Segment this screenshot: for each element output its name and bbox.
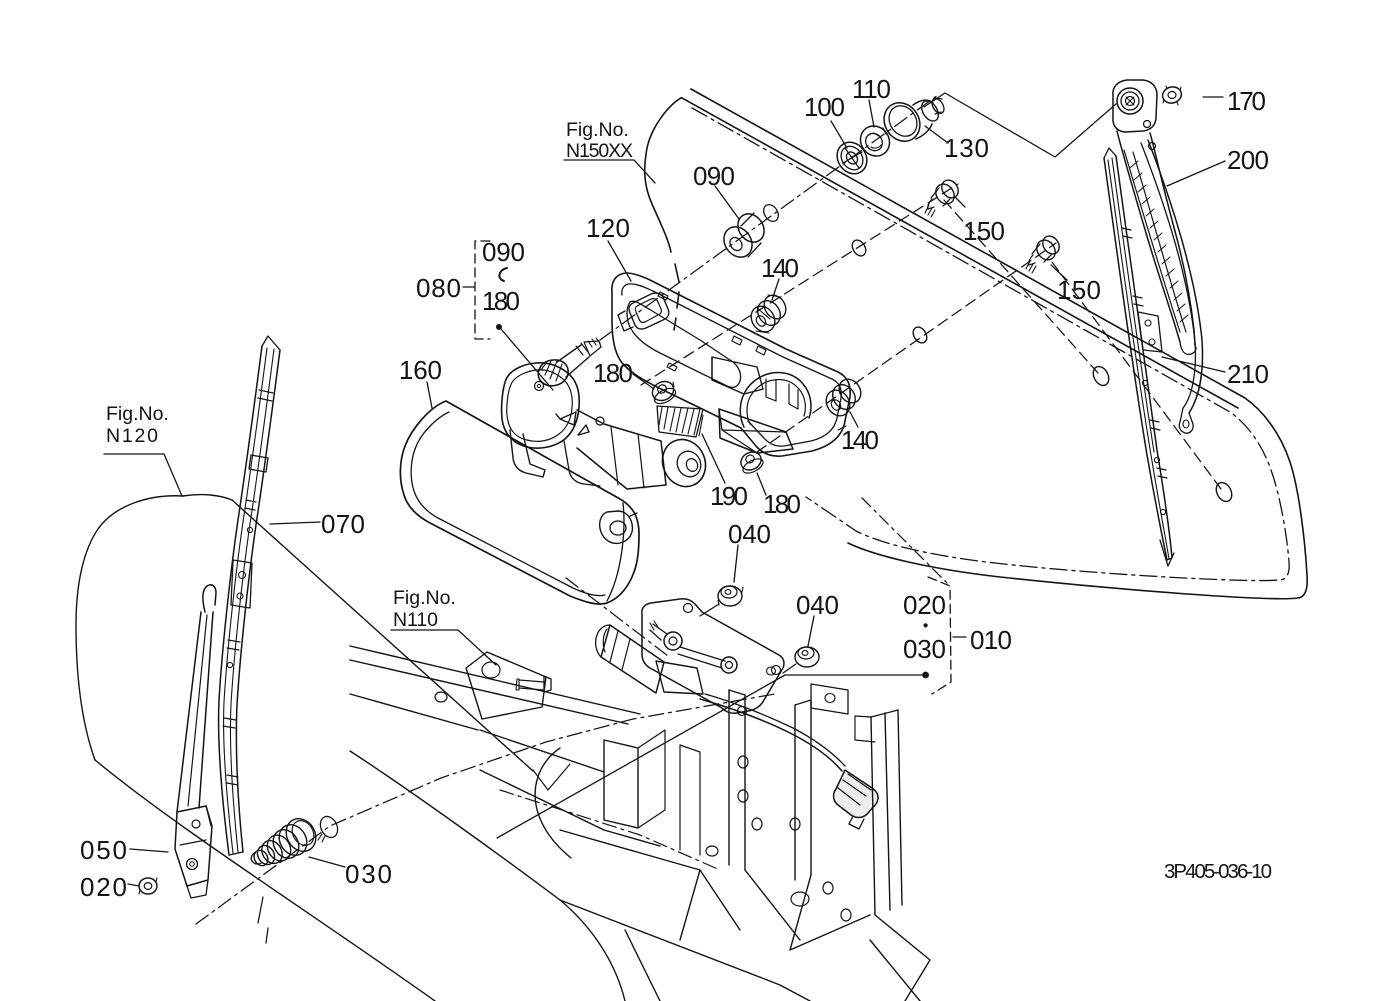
- svg-text:140: 140: [841, 425, 879, 455]
- svg-text:120: 120: [586, 213, 630, 243]
- svg-text:N150XX: N150XX: [566, 140, 633, 162]
- svg-text:210: 210: [1227, 359, 1269, 389]
- svg-text:180: 180: [593, 358, 633, 388]
- svg-text:030: 030: [903, 634, 946, 664]
- svg-text:170: 170: [1227, 86, 1266, 116]
- svg-text:N110: N110: [393, 609, 438, 631]
- svg-text:030: 030: [345, 859, 392, 889]
- svg-text:070: 070: [321, 509, 365, 539]
- svg-text:Fig.No.: Fig.No.: [393, 587, 456, 609]
- svg-text:100: 100: [804, 92, 845, 122]
- svg-text:140: 140: [761, 253, 799, 283]
- svg-text:180: 180: [763, 489, 801, 519]
- svg-text:050: 050: [80, 835, 127, 865]
- svg-text:020: 020: [80, 872, 127, 902]
- svg-text:Fig.No.: Fig.No.: [106, 403, 169, 425]
- svg-text:150: 150: [1057, 275, 1101, 305]
- svg-text:090: 090: [482, 237, 525, 267]
- svg-text:040: 040: [796, 590, 839, 620]
- svg-text:N120: N120: [106, 425, 158, 447]
- svg-text:160: 160: [399, 355, 442, 385]
- svg-text:Fig.No.: Fig.No.: [566, 119, 629, 141]
- svg-text:020: 020: [903, 590, 946, 620]
- svg-text:200: 200: [1227, 145, 1269, 175]
- svg-text:190: 190: [710, 481, 748, 511]
- svg-text:080: 080: [416, 273, 461, 303]
- svg-text:180: 180: [482, 286, 520, 316]
- svg-text:3P405-036-10: 3P405-036-10: [1164, 860, 1272, 883]
- svg-text:040: 040: [728, 519, 771, 549]
- svg-text:150: 150: [963, 216, 1005, 246]
- svg-text:130: 130: [944, 133, 989, 163]
- svg-text:010: 010: [970, 625, 1012, 655]
- svg-text:110: 110: [852, 74, 891, 104]
- svg-text:090: 090: [693, 161, 735, 191]
